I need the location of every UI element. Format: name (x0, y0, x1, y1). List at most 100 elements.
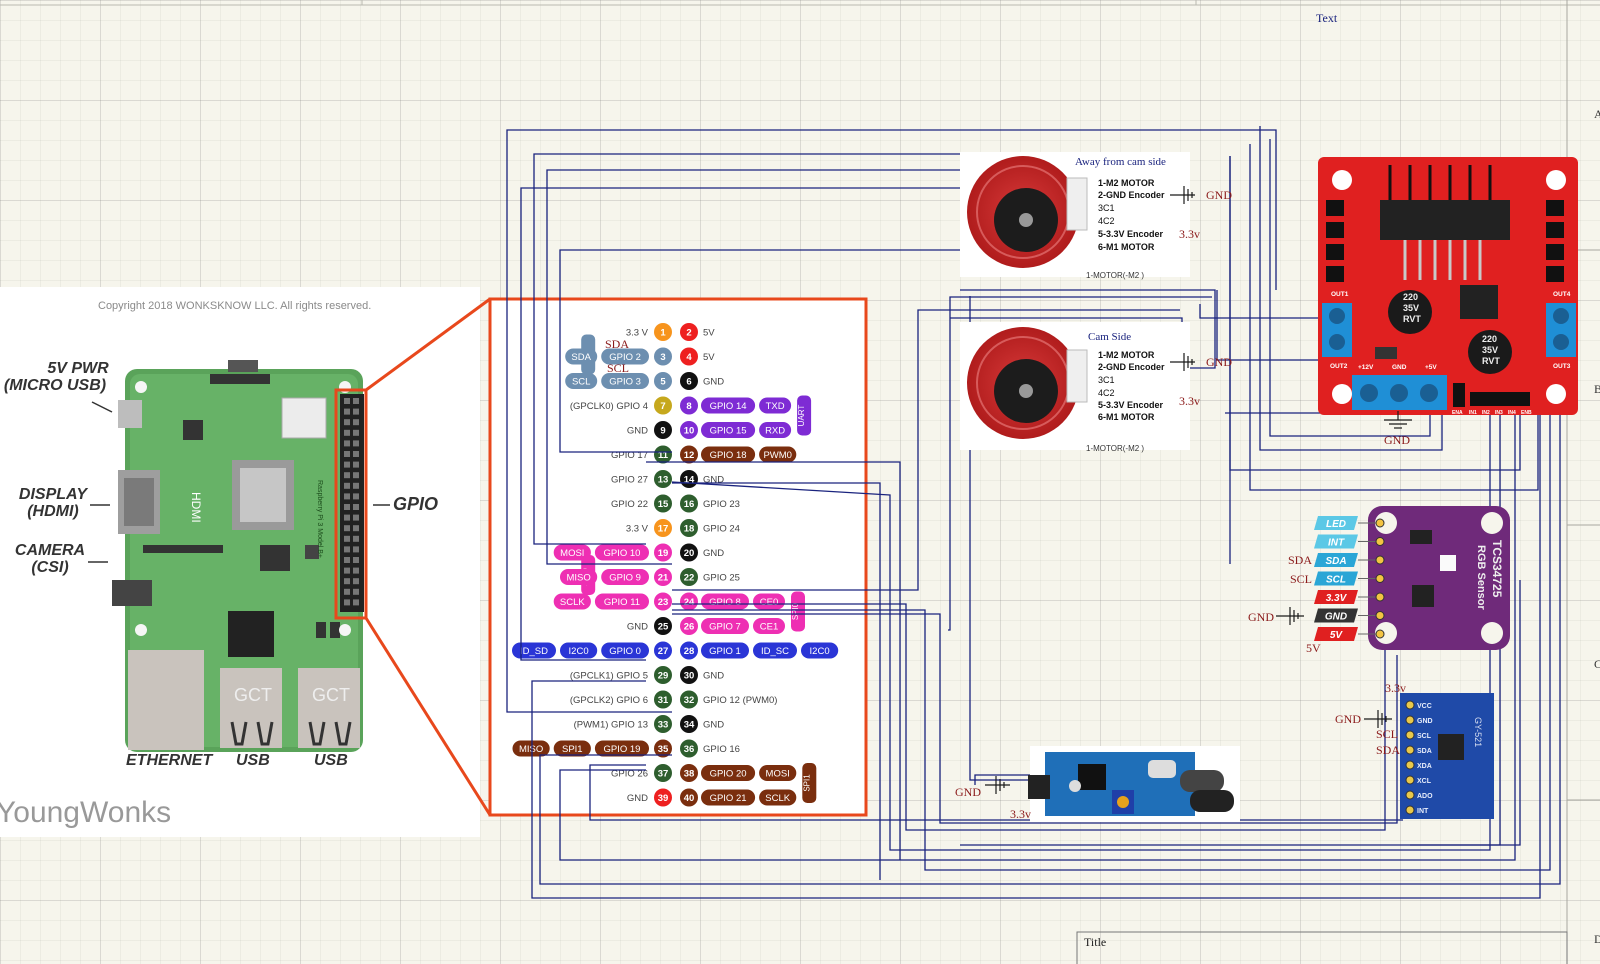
gpio-pin-13[interactable] (654, 470, 672, 488)
gpio-label-28-bg (701, 642, 749, 659)
gpio-pin-24[interactable] (680, 592, 698, 611)
rgb-scl-ext-label[interactable]: SCL (1290, 572, 1312, 586)
gpio-label-40-bg (701, 789, 756, 806)
motor-cam-gnd-label[interactable]: GND (1206, 355, 1232, 369)
ir-vcc-label[interactable]: 3.3v (1010, 807, 1031, 821)
imu-pin-pad[interactable] (1405, 775, 1415, 785)
imu-pin-pad[interactable] (1405, 790, 1415, 800)
motor-cam-caption[interactable]: Cam Side (1088, 331, 1131, 343)
gpio-pin-5[interactable] (654, 372, 672, 390)
gpio-pin-32[interactable] (680, 690, 698, 709)
rgb-pin-pad[interactable] (1375, 611, 1385, 620)
rgb-pin-tag-scl (1314, 571, 1358, 586)
imu-scl-label[interactable]: SCL (1376, 727, 1398, 741)
motor-away-caption[interactable]: Away from cam side (1075, 156, 1166, 168)
motor-cam-side[interactable]: Cam Side 1-M2 MOTOR 2-GND Encoder 3C1 4C… (960, 322, 1232, 453)
driver-label-in4: IN4 (1508, 410, 1516, 416)
rgb-gnd-ext-label[interactable]: GND (1248, 610, 1274, 624)
gpio-pin-34[interactable] (680, 715, 698, 733)
gpio-tag-spi0-bg (791, 591, 805, 632)
imu-pin-pad[interactable] (1405, 715, 1415, 725)
gpio-pin-11[interactable] (654, 445, 672, 464)
rgb-pin-tag-5v (1314, 627, 1358, 641)
imu-pin-pad[interactable] (1405, 745, 1415, 755)
driver-gnd-label[interactable]: GND (1384, 433, 1410, 447)
gpio-pin-3[interactable] (654, 347, 672, 366)
rgb-sensor-board[interactable]: TCS34725 RGB Sensor LEDINTSDASCL3.3VGND5… (1248, 506, 1510, 655)
gpio-pin-15[interactable] (654, 494, 672, 513)
imu-sda-label[interactable]: SDA (1376, 743, 1400, 757)
gpio-pin-num-21: 21 (658, 573, 669, 584)
gpio-pin-7[interactable] (654, 396, 672, 415)
rgb-pin-pad[interactable] (1375, 537, 1385, 546)
imu-pin-pad[interactable] (1405, 700, 1415, 710)
gpio-pin-25[interactable] (654, 617, 672, 635)
gpio-pin-12[interactable] (680, 445, 698, 464)
gpio-pin-17[interactable] (654, 519, 672, 537)
gpio-tag-mosi: MOSI (560, 548, 584, 559)
gpio-pin-8[interactable] (680, 396, 698, 415)
gpio-pin-23[interactable] (654, 592, 672, 611)
motor-away-gnd-label[interactable]: GND (1206, 188, 1232, 202)
gpio-pin-num-26: 26 (684, 622, 695, 633)
rgb-5v-ext-label[interactable]: 5V (1306, 641, 1321, 655)
gpio-pin-1[interactable] (654, 323, 672, 341)
gpio-pin-21[interactable] (654, 568, 672, 586)
imu-gnd-label[interactable]: GND (1335, 712, 1361, 726)
rgb-pin-pad[interactable] (1375, 592, 1385, 602)
gpio-pin-16[interactable] (680, 494, 698, 513)
imu-pin-pad[interactable] (1405, 760, 1415, 770)
gpio-pin-40[interactable] (680, 788, 698, 807)
gpio-pin-33[interactable] (654, 715, 672, 733)
rgb-pin-pad[interactable] (1375, 629, 1385, 639)
motor-away-vcc-label[interactable]: 3.3v (1179, 227, 1200, 241)
gpio-pin-30[interactable] (680, 666, 698, 684)
rgb-pin-pad[interactable] (1375, 555, 1385, 565)
gpio-pin-29[interactable] (654, 666, 672, 684)
gpio-pin-27[interactable] (654, 641, 672, 660)
gpio-label-10: GPIO 15 (710, 426, 747, 437)
gpio-pin-19[interactable] (654, 543, 672, 562)
gpio-tag-mosi: MOSI (766, 769, 790, 780)
gpio-pin-20[interactable] (680, 543, 698, 562)
rgb-pin-pad[interactable] (1375, 574, 1385, 583)
gpio-pin-2[interactable] (680, 323, 698, 341)
motor-away-from-cam[interactable]: Away from cam side 1-M2 MOTOR 2-GND Enco… (960, 152, 1232, 280)
ir-gnd-label[interactable]: GND (955, 785, 981, 799)
rgb-pin-pad[interactable] (1375, 518, 1385, 528)
gpio-pin-6[interactable] (680, 372, 698, 390)
rgb-pin-label-led: LED (1326, 519, 1346, 530)
gpio-pin-37[interactable] (654, 764, 672, 782)
gpio-pin-28[interactable] (680, 641, 698, 660)
gpio-pin-38[interactable] (680, 764, 698, 782)
imu-3v3-label[interactable]: 3.3v (1385, 681, 1406, 695)
gpio-pin-36[interactable] (680, 739, 698, 758)
gpio-pin-4[interactable] (680, 347, 698, 366)
youngwonks-brand: YoungWonks (0, 796, 171, 829)
sheet-title-label[interactable]: Title (1084, 935, 1106, 949)
gpio-pin-39[interactable] (654, 788, 672, 807)
motor-driver-board[interactable]: 220 35V RVT 220 35V RVT OUT1 OUT2 OUT3 O… (1318, 157, 1578, 447)
copyright-text: Copyright 2018 WONKSKNOW LLC. All rights… (98, 300, 371, 312)
rgb-sda-ext-label[interactable]: SDA (1288, 553, 1312, 567)
gpio-pin-10[interactable] (680, 421, 698, 439)
gpio-pin-26[interactable] (680, 617, 698, 635)
pi-header-pin (353, 588, 359, 595)
driver-label-gnd: GND (1392, 364, 1407, 371)
sheet-text-label[interactable]: Text (1316, 11, 1338, 25)
motor-cam-vcc-label[interactable]: 3.3v (1179, 394, 1200, 408)
gpio-pin-31[interactable] (654, 690, 672, 709)
raspberry-pi-board[interactable]: HDMI Raspberry Pi 3 Model B+ GCT GCT (112, 360, 364, 752)
gpio-label-32: GPIO 12 (PWM0) (703, 695, 777, 706)
gpio-pin-35[interactable] (654, 739, 672, 758)
gpio-pin-18[interactable] (680, 519, 698, 537)
imu-pin-pad[interactable] (1405, 730, 1415, 740)
ir-sensor-board[interactable]: GND 3.3v (955, 746, 1240, 822)
gpio-label-11: GPIO 17 (611, 450, 648, 461)
pi-header-pin (353, 535, 359, 542)
gpio-pin-9[interactable] (654, 421, 672, 439)
motor-cam-pin-5: 5-3.3V Encoder (1098, 400, 1164, 410)
gpio-pin-22[interactable] (680, 568, 698, 586)
imu-pin-pad[interactable] (1405, 805, 1415, 815)
